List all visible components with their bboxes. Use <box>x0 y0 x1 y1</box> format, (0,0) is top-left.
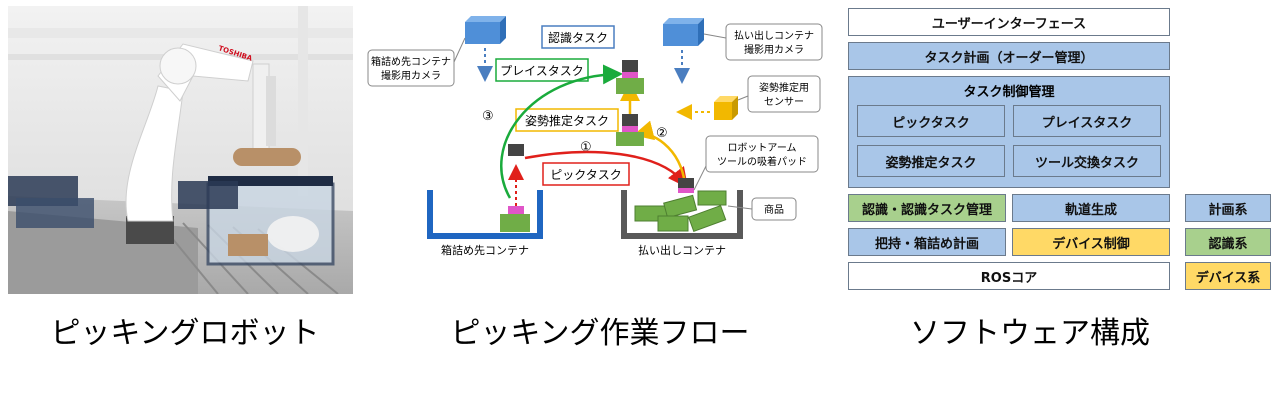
pose-task-label-box <box>515 108 619 132</box>
sw-ros-core: ROSコア <box>848 262 1170 290</box>
callout-dest-camera-line1: 箱詰め先コンテナ <box>371 55 451 68</box>
robot-illustration: TOSHIBA <box>8 6 353 295</box>
sw-trajectory: 軌道生成 <box>1012 194 1170 222</box>
sw-task-planning-label: タスク計画（オーダー管理） <box>924 50 1094 66</box>
sw-trajectory-label: 軌道生成 <box>1064 202 1117 218</box>
sw-task-planning: タスク計画（オーダー管理） <box>848 42 1170 70</box>
sw-tool-change-task: ツール交換タスク <box>1013 145 1161 177</box>
sw-task-control: タスク制御管理 ピックタスク プレイスタスク 姿勢推定タスク ツール交換タスク <box>848 76 1170 188</box>
source-container <box>621 190 743 239</box>
legend-device: デバイス系 <box>1185 262 1271 290</box>
gripper-pose <box>616 114 644 146</box>
robot-photo: TOSHIBA <box>8 6 353 295</box>
sw-place-task: プレイスタスク <box>1013 105 1161 137</box>
software-architecture: ユーザーインターフェース タスク計画（オーダー管理） タスク制御管理 ピックタス… <box>848 8 1274 292</box>
callout-src-camera <box>725 23 823 61</box>
callout-src-camera-line2: 撮影用カメラ <box>744 43 804 56</box>
callout-suction-pad <box>705 135 819 173</box>
caption-robot: ピッキングロボット <box>50 316 320 351</box>
pick-task-label: ピックタスク <box>550 168 622 182</box>
sw-place-task-label: プレイスタスク <box>1041 115 1133 131</box>
callout-suction-pad-line1: ロボットアーム <box>727 142 796 154</box>
legend-device-label: デバイス系 <box>1195 270 1261 286</box>
sw-pick-task-label: ピックタスク <box>892 115 970 131</box>
picking-flow-diagram: 箱詰め先コンテナ 撮影用カメラ 払い出しコンテナ 撮影用カメラ 認識タスク プレ… <box>360 6 840 301</box>
gripper-place <box>616 60 644 94</box>
sw-recognition-management: 認識・認識タスク管理 <box>848 194 1006 222</box>
legend-plan-label: 計画系 <box>1208 202 1248 218</box>
flow-svg: 箱詰め先コンテナ 撮影用カメラ 払い出しコンテナ 撮影用カメラ 認識タスク プレ… <box>367 16 823 257</box>
robot-arm: TOSHIBA <box>125 43 301 244</box>
sw-user-interface-label: ユーザーインターフェース <box>931 16 1087 32</box>
sw-ros-core-label: ROSコア <box>980 270 1038 286</box>
source-container-label: 払い出しコンテナ <box>638 243 726 257</box>
dest-container-label: 箱詰め先コンテナ <box>441 243 529 257</box>
dest-camera-icon <box>465 16 506 44</box>
place-task-label: プレイスタスク <box>500 64 584 78</box>
sw-user-interface: ユーザーインターフェース <box>848 8 1170 36</box>
recognition-task-label: 認識タスク <box>548 30 608 45</box>
legend-plan: 計画系 <box>1185 194 1271 222</box>
sw-grasp-planning-label: 把持・箱詰め計画 <box>874 236 979 252</box>
gripper-pick-dest <box>508 144 524 156</box>
callout-product-label: 商品 <box>764 203 784 216</box>
callout-pose-sensor-line1: 姿勢推定用 <box>759 81 809 94</box>
place-task-label-box <box>495 58 589 82</box>
step-2: ② <box>656 126 668 141</box>
step-1: ① <box>580 140 592 155</box>
pick-path <box>524 150 689 188</box>
callout-suction-pad-line2: ツールの吸着パッド <box>717 155 807 168</box>
sw-pose-task: 姿勢推定タスク <box>857 145 1005 177</box>
recognition-task-label-box <box>541 25 615 49</box>
pick-task-label-box <box>542 162 630 186</box>
bin-left-2 <box>16 198 94 228</box>
sw-pose-task-label: 姿勢推定タスク <box>885 155 977 171</box>
sw-grasp-planning: 把持・箱詰め計画 <box>848 228 1006 256</box>
sw-device-control-label: デバイス制御 <box>1052 236 1130 252</box>
pose-task-label: 姿勢推定タスク <box>525 113 609 128</box>
dest-container <box>427 190 543 239</box>
sw-pick-task: ピックタスク <box>857 105 1005 137</box>
step-3: ③ <box>482 109 494 124</box>
legend-recognition: 認識系 <box>1185 228 1271 256</box>
sw-device-control: デバイス制御 <box>1012 228 1170 256</box>
gripper-src <box>678 178 694 193</box>
sw-tool-change-task-label: ツール交換タスク <box>1034 155 1139 171</box>
callout-pose-sensor <box>747 75 821 113</box>
caption-flow: ピッキング作業フロー <box>450 316 750 351</box>
sw-recognition-management-label: 認識・認識タスク管理 <box>861 202 992 218</box>
src-camera-icon <box>663 18 704 46</box>
callout-dest-camera-line2: 撮影用カメラ <box>381 69 441 82</box>
callout-src-camera-line1: 払い出しコンテナ <box>734 29 814 42</box>
legend-recognition-label: 認識系 <box>1208 236 1248 252</box>
place-path <box>500 64 623 199</box>
sw-task-control-title: タスク制御管理 <box>963 85 1055 100</box>
callout-pose-sensor-line2: センサー <box>764 96 804 108</box>
caption-software: ソフトウェア構成 <box>910 316 1150 351</box>
pose-sensor-icon <box>714 96 738 120</box>
callout-dest-camera <box>367 49 455 87</box>
